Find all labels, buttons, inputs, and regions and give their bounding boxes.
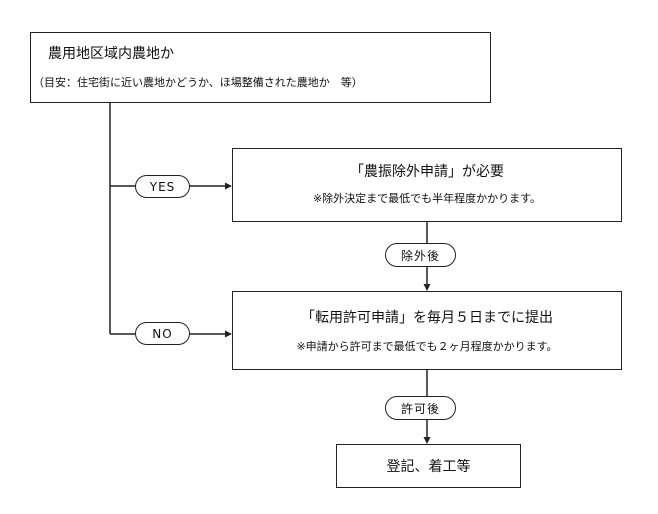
start-node: 農用地区域内農地か （目安：住宅街に近い農地かどうか、ほ場整備された農地か 等）	[30, 32, 491, 103]
arrowhead-no	[225, 330, 232, 338]
arrowhead-to-conversion	[423, 284, 431, 291]
conversion-node-note: ※申請から許可まで最低でも２ヶ月程度かかります。	[296, 340, 558, 353]
after-exclusion-label: 除外後	[385, 243, 456, 267]
yes-label: YES	[135, 175, 190, 198]
start-node-note: （目安：住宅街に近い農地かどうか、ほ場整備された農地か 等）	[33, 76, 363, 89]
arrowhead-yes	[225, 182, 232, 190]
conversion-node: 「転用許可申請」を毎月５日までに提出 ※申請から許可まで最低でも２ヶ月程度かかり…	[232, 291, 622, 370]
exclusion-node-title: 「農振除外申請」が必要	[350, 164, 504, 180]
arrowhead-to-final	[423, 437, 431, 444]
final-node-title: 登記、着工等	[386, 459, 471, 475]
start-node-title: 農用地区域内農地か	[48, 46, 174, 62]
exclusion-node-note: ※除外決定まで最低でも半年程度かかります。	[312, 192, 542, 205]
exclusion-node: 「農振除外申請」が必要 ※除外決定まで最低でも半年程度かかります。	[232, 148, 622, 222]
after-permission-label: 許可後	[385, 396, 456, 420]
conversion-node-title: 「転用許可申請」を毎月５日までに提出	[301, 310, 553, 326]
final-node: 登記、着工等	[336, 444, 521, 488]
no-label: NO	[135, 322, 190, 345]
